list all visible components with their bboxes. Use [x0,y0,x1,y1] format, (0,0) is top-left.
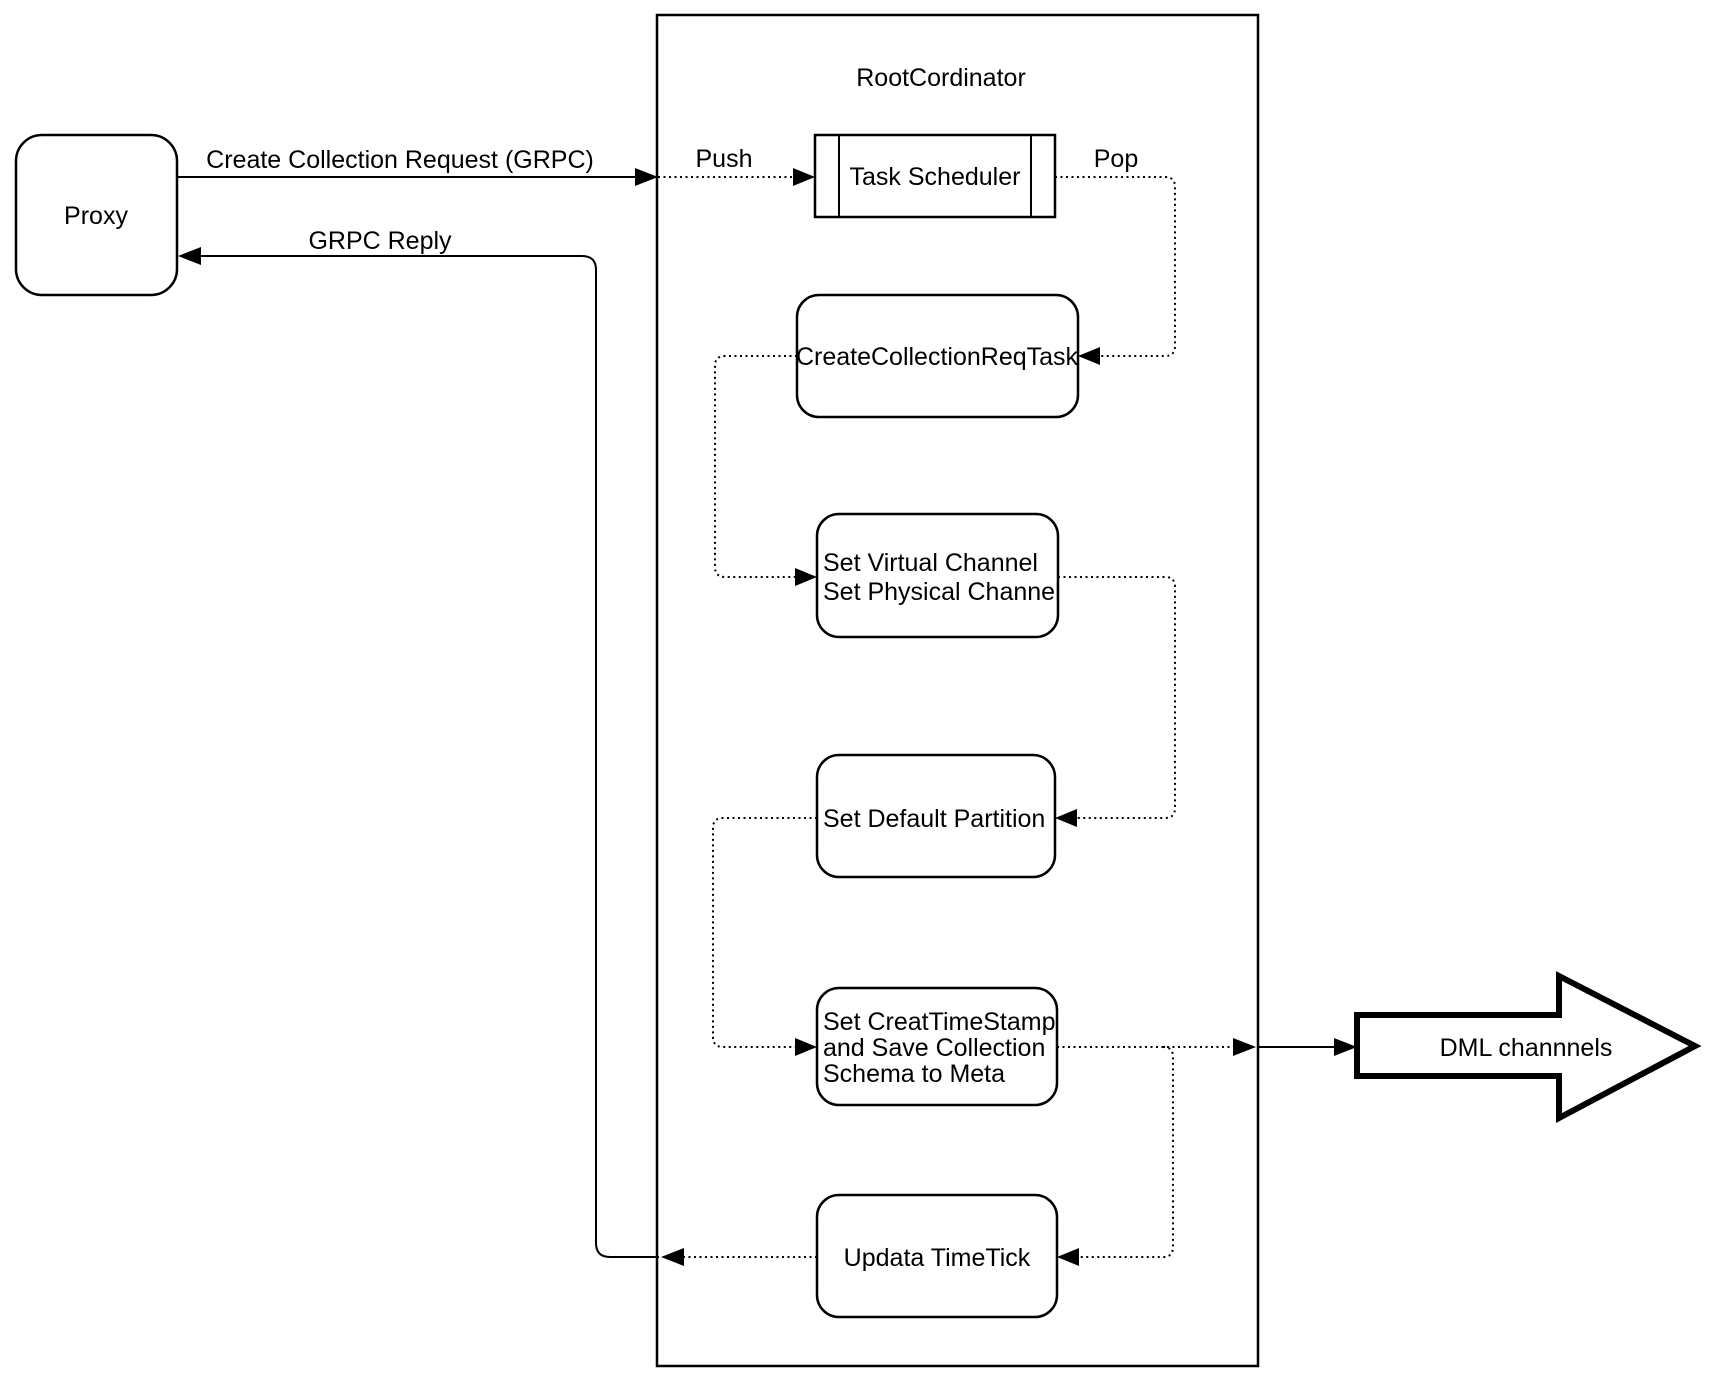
arrowhead-updata [1057,1248,1079,1266]
rootcoordinator-container [655,13,1260,1368]
arrowhead-reply [178,247,201,265]
edge-create-collection-request-label: Create Collection Request (GRPC) [206,146,594,174]
set-virtual-channel-line2: Set Physical Channel [823,578,1061,606]
create-collection-req-task-label: CreateCollectionReqTask [796,343,1079,371]
arrowhead-setcreat [795,1038,817,1056]
arrowhead-push [793,168,815,186]
arrowhead-request [635,168,658,186]
set-default-partition-node [815,753,1057,879]
dml-channels-label: DML channnels [1440,1034,1613,1062]
arrowhead-border-dml [1233,1038,1256,1056]
set-creat-timestamp-line3: Schema to Meta [823,1060,1005,1088]
set-virtual-channel-line1: Set Virtual Channel [823,549,1038,577]
arrowhead-pop [1078,347,1100,365]
arrowhead-setdefault [1055,809,1077,827]
task-scheduler-box [813,133,1057,219]
proxy-node [14,133,179,297]
edge-push-label: Push [696,145,753,173]
set-creat-timestamp-line1: Set CreatTimeStamp [823,1008,1055,1036]
edge-setvirtual-to-setdefault [1058,576,1176,819]
edge-reqtask-to-setvirtual [714,355,797,578]
arrowhead-updata-out [661,1248,684,1266]
arrowhead-setvirtual [795,568,817,586]
dml-channels-arrow [1354,971,1702,1123]
edge-pop [1055,176,1176,357]
arrowhead-dml [1334,1038,1357,1056]
proxy-label: Proxy [64,202,128,230]
edge-grpc-reply-label: GRPC Reply [308,227,452,255]
set-virtual-channel-node [815,512,1060,639]
edge-setcreat-to-updata [1078,1046,1174,1258]
updata-timetick-label: Updata TimeTick [844,1244,1031,1272]
set-default-partition-label: Set Default Partition [823,805,1045,833]
edge-pop-label: Pop [1094,145,1138,173]
edge-grpc-reply [200,255,659,1258]
task-scheduler-node: Task Scheduler [813,133,1057,219]
set-creat-timestamp-line2: and Save Collection [823,1034,1045,1062]
task-scheduler-label: Task Scheduler [850,163,1021,191]
rootcoordinator-title: RootCordinator [856,64,1026,92]
edge-setdefault-to-setcreat [712,817,817,1048]
